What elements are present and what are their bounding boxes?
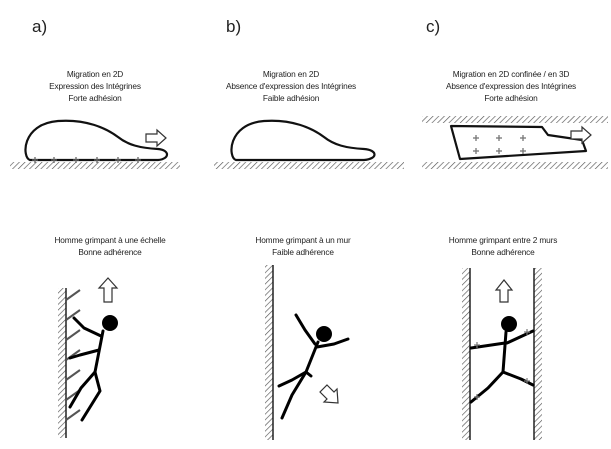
caption-line: Homme grimpant à un mur <box>255 235 351 245</box>
wall-hatching <box>58 288 66 438</box>
left-wall-hatching <box>462 268 470 440</box>
panel-letter: b) <box>226 17 241 36</box>
climber-caption: Homme grimpant à une échelle Bonne adhér… <box>54 235 166 257</box>
caption-line: Faible adhérence <box>272 247 334 257</box>
caption-line: Bonne adhérence <box>78 247 142 257</box>
caption-line: Absence d'expression des Intégrines <box>226 81 356 91</box>
caption-line: Expression des Intégrines <box>49 81 141 91</box>
caption-line: Bonne adhérence <box>471 247 535 257</box>
caption-line: Forte adhésion <box>484 93 538 103</box>
panel-letter: c) <box>426 17 440 36</box>
caption-line: Faible adhésion <box>263 93 320 103</box>
contact-markers <box>474 329 530 400</box>
caption-line: Migration en 2D <box>263 69 319 79</box>
caption-line: Homme grimpant entre 2 murs <box>449 235 557 245</box>
confined-cell <box>422 116 608 169</box>
wall-climber <box>265 265 348 440</box>
caption-line: Absence d'expression des Intégrines <box>446 81 576 91</box>
cell-markers <box>473 135 526 154</box>
cell-caption: Migration en 2D Absence d'expression des… <box>226 69 356 103</box>
cell-on-substrate <box>214 121 404 169</box>
lower-substrate <box>422 162 608 169</box>
cell-outline <box>451 126 586 159</box>
climber-caption: Homme grimpant entre 2 murs Bonne adhére… <box>449 235 557 257</box>
climber-caption: Homme grimpant à un mur Faible adhérence <box>255 235 351 257</box>
down-arrow-icon <box>320 385 338 403</box>
substrate-surface <box>214 162 404 169</box>
caption-line: Forte adhésion <box>68 93 122 103</box>
up-arrow-icon <box>496 280 512 302</box>
panel-b: b) Migration en 2D Absence d'expression … <box>214 17 404 440</box>
cell-caption: Migration en 2D confinée / en 3D Absence… <box>446 69 576 103</box>
cell-on-substrate <box>10 121 180 169</box>
chimney-climber <box>462 268 542 440</box>
upper-substrate <box>422 116 608 123</box>
substrate-surface <box>10 162 180 169</box>
cell-outline <box>231 121 374 160</box>
right-wall-hatching <box>534 268 542 440</box>
panel-a: a) Migration en 2D Expression des Intégr… <box>10 17 180 438</box>
ladder-climber <box>58 278 118 438</box>
panel-c: c) Migration en 2D confinée / en 3D Abse… <box>422 17 608 440</box>
cell-caption: Migration en 2D Expression des Intégrine… <box>49 69 141 103</box>
caption-line: Migration en 2D confinée / en 3D <box>453 69 570 79</box>
up-arrow-icon <box>99 278 117 302</box>
panel-letter: a) <box>32 17 47 36</box>
wall-hatching <box>265 265 273 440</box>
stick-figure <box>70 315 118 420</box>
caption-line: Migration en 2D <box>67 69 123 79</box>
stick-figure <box>471 316 533 402</box>
caption-line: Homme grimpant à une échelle <box>54 235 166 245</box>
migration-direction-arrow-icon <box>146 130 166 146</box>
